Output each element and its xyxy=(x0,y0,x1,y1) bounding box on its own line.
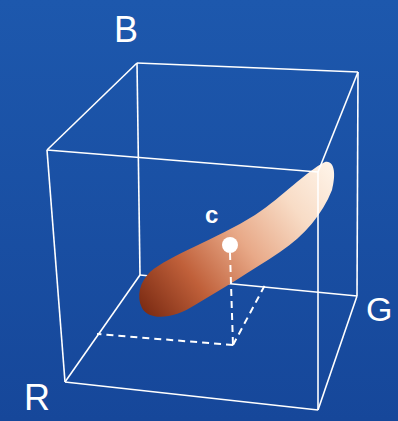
axis-label: R xyxy=(24,380,50,416)
skin-color-cluster xyxy=(139,162,334,317)
axis-label: G xyxy=(366,292,392,326)
cube-front-edges xyxy=(47,63,358,410)
projection-lines xyxy=(97,253,265,345)
point-label: c xyxy=(205,203,218,227)
axis-label: B xyxy=(114,12,138,48)
center-point xyxy=(222,237,238,253)
